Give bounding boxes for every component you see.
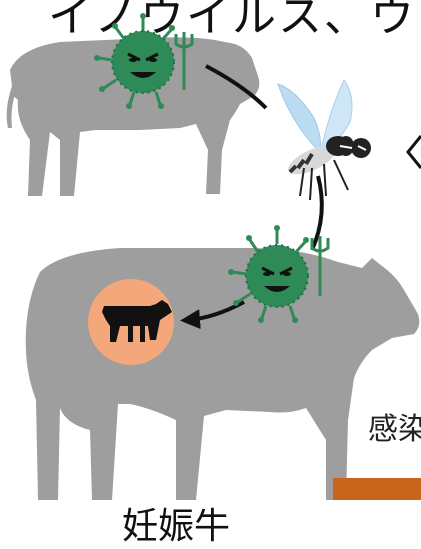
- partial-arrow-right: [408, 136, 421, 168]
- pregnant-cow-label: 妊娠牛: [122, 497, 230, 549]
- infection-bar: [333, 478, 421, 500]
- womb-fetus: [88, 279, 174, 365]
- mosquito-icon: [278, 80, 371, 200]
- cow-bottom-icon: [26, 248, 420, 500]
- infection-label: 感染: [368, 404, 421, 448]
